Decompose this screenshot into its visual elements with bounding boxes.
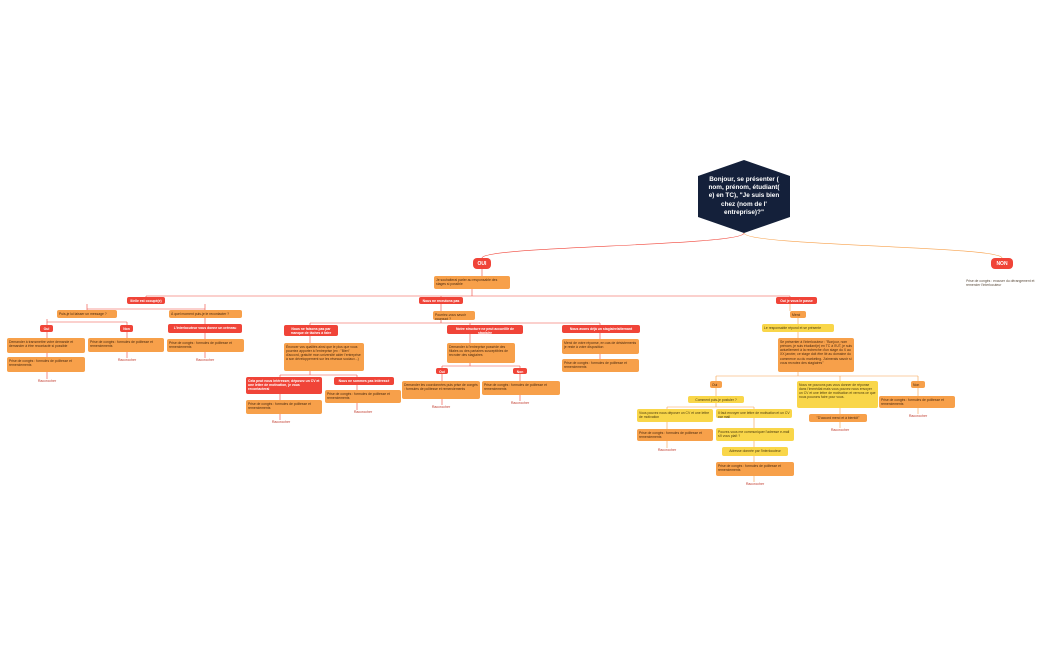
b1-non[interactable]: Non bbox=[120, 325, 133, 332]
b3-post-b[interactable]: Il faut envoyer une lettre de motivation… bbox=[716, 409, 792, 418]
edge-b2-split bbox=[310, 304, 600, 324]
oui-node[interactable]: OUI bbox=[473, 258, 491, 269]
b3-postuler[interactable]: Comment puis-je postuler ? bbox=[688, 396, 744, 403]
b2-c2-text[interactable]: Demander à l'entreprise possède des fili… bbox=[447, 343, 515, 363]
b2-c1a-end: Raccrocher bbox=[271, 420, 291, 424]
b1-right-info[interactable]: L'interlocuteur vous donne un créneau bbox=[168, 324, 242, 333]
root-node[interactable]: Bonjour, se présenter ( nom, prénom, étu… bbox=[698, 160, 790, 233]
b1-title[interactable]: Il/elle est occupé(e) bbox=[127, 297, 165, 304]
oui-intro-node[interactable]: Je souhaiterai parler au responsable des… bbox=[434, 276, 510, 289]
b1-left-question[interactable]: Puis-je lui laisser un message ? bbox=[57, 310, 117, 318]
b1-right-close[interactable]: Prise de congés : formules de politesse … bbox=[167, 339, 244, 352]
edge-b1-left bbox=[46, 319, 127, 323]
b3-merci[interactable]: Merci bbox=[790, 311, 806, 318]
b2-question[interactable]: Pourriez-vous savoir pourquoi ? bbox=[433, 311, 475, 320]
b1-oui[interactable]: Oui bbox=[40, 325, 53, 332]
non-note: Prise de congés : excuser du dérangement… bbox=[966, 279, 1035, 288]
b2-c2-oui-end: Raccrocher bbox=[431, 405, 451, 409]
b2-c2-oui[interactable]: Oui bbox=[436, 368, 448, 374]
b2-c2-non-end: Raccrocher bbox=[510, 401, 530, 405]
b2-c1b-close[interactable]: Prise de congés : formules de politesse … bbox=[325, 390, 401, 403]
b2-c3-close[interactable]: Prise de congés : formules de politesse … bbox=[562, 359, 639, 372]
b1-oui-end: Raccrocher bbox=[37, 379, 57, 383]
b2-c2-non-close[interactable]: Prise de congés : formules de politesse … bbox=[482, 381, 560, 395]
root-label: Bonjour, se présenter ( nom, prénom, étu… bbox=[708, 175, 780, 216]
b3-non-end: Raccrocher bbox=[908, 414, 928, 418]
b2-c3-text[interactable]: Merci de votre réponse, en cas de désist… bbox=[562, 339, 639, 354]
b3-title[interactable]: Oui je vous le passe bbox=[776, 297, 817, 304]
b2-c1b-end: Raccrocher bbox=[353, 410, 373, 414]
b2-c2-title[interactable]: Notre structure ne peut accueillir de st… bbox=[447, 325, 523, 334]
non-node[interactable]: NON bbox=[991, 258, 1013, 269]
b2-c2-non[interactable]: Non bbox=[513, 368, 527, 374]
b3-resp[interactable]: Le responsable répond et se présente bbox=[762, 324, 834, 332]
b3-post-a-end: Raccrocher bbox=[657, 448, 677, 452]
b3-non-close[interactable]: Prise de congés : formules de politesse … bbox=[879, 396, 955, 408]
b3-post-a[interactable]: Vous pouvez nous déposer un CV et une le… bbox=[637, 409, 713, 422]
b2-c2-oui-text[interactable]: Demander les coordonnées puis prise de c… bbox=[402, 381, 480, 399]
b2-title[interactable]: Nous ne recrutons pas bbox=[419, 297, 463, 304]
b1-non-close[interactable]: Prise de congés : formules de politesse … bbox=[88, 338, 164, 352]
b3-post-b-end: Raccrocher bbox=[745, 482, 765, 486]
b3-post-b-close[interactable]: Prise de congés : formules de politesse … bbox=[716, 462, 794, 476]
edge-b3-split bbox=[789, 304, 799, 338]
b3-oui[interactable]: Oui bbox=[710, 381, 722, 388]
b3-post-a-close[interactable]: Prise de congés : formules de politesse … bbox=[637, 429, 713, 441]
b2-c1-title[interactable]: Nous ne faisons pas par manque de tâches… bbox=[284, 325, 338, 336]
b1-non-end: Raccrocher bbox=[117, 358, 137, 362]
b1-right-end: Raccrocher bbox=[195, 358, 215, 362]
b1-oui-close[interactable]: Prise de congés : formules de politesse … bbox=[7, 357, 85, 372]
b3-post-b-given[interactable]: Adresse donnée par l'interlocuteur bbox=[722, 447, 788, 456]
b2-c1a-title[interactable]: Cela peut nous intéresser, déposez un CV… bbox=[246, 377, 322, 394]
b3-post-b-q[interactable]: Pouvez-vous me communiquer l'adresse e-m… bbox=[716, 428, 794, 441]
b2-c3-title[interactable]: Nous avons déjà un stagiaire/alternant bbox=[562, 325, 640, 333]
b2-c1-text[interactable]: Énoncer vos qualités ainsi que le plus q… bbox=[284, 343, 364, 371]
edge-root-non bbox=[743, 232, 1003, 259]
b1-oui-text[interactable]: Demander à transmettre votre demande et … bbox=[7, 338, 85, 353]
b3-pitch[interactable]: Se présenter à l'interlocuteur : "Bonjou… bbox=[778, 338, 854, 372]
b2-c1b-title[interactable]: Nous ne sommes pas intéressé bbox=[334, 377, 394, 385]
b3-middle[interactable]: Nous ne pouvons pas vous donner de répon… bbox=[797, 381, 878, 408]
b2-c1a-close[interactable]: Prise de congés : formules de politesse … bbox=[246, 400, 322, 414]
b3-middle-end: Raccrocher bbox=[830, 428, 850, 432]
b3-non[interactable]: Non bbox=[911, 381, 925, 388]
b1-right-question[interactable]: À quel moment puis-je le recontacter ? bbox=[169, 310, 242, 318]
b3-middle-q[interactable]: "D'accord merci et à bientôt" bbox=[809, 414, 867, 422]
edge-b1-split bbox=[86, 304, 206, 310]
edge-root-oui bbox=[481, 232, 745, 259]
